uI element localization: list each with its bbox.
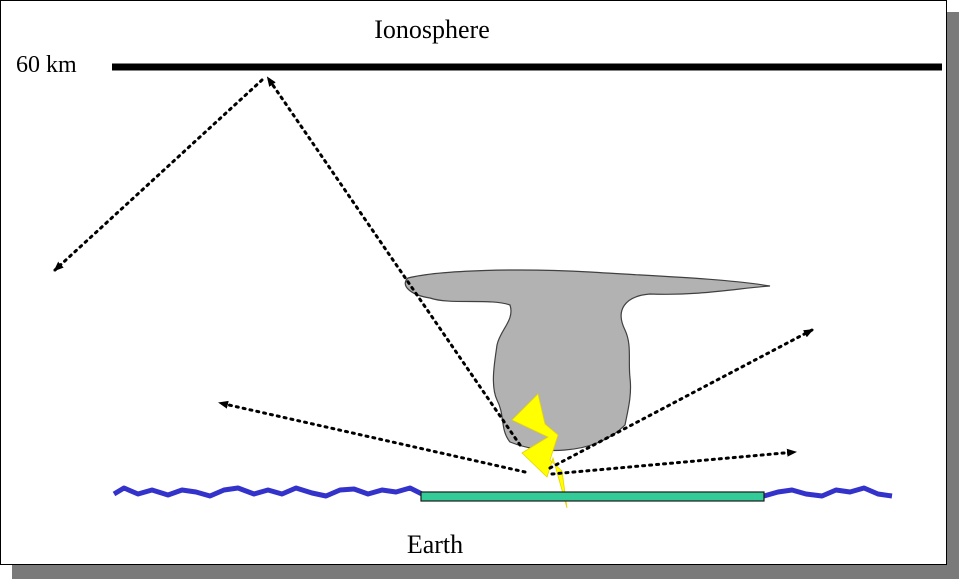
earth-label: Earth [407, 530, 463, 559]
sea-wave-right [763, 485, 893, 499]
upper-right-ray [548, 328, 814, 470]
land-strip [420, 491, 765, 502]
thundercloud-icon [404, 269, 771, 452]
ionosphere-label: Ionosphere [374, 15, 490, 44]
left-ground-ray [218, 400, 527, 474]
sky-wave-up-ray [266, 76, 522, 447]
altitude-label: 60 km [16, 52, 77, 78]
right-ground-ray [550, 448, 797, 476]
lightning-bolt-icon [511, 393, 568, 509]
sea-wave-left [112, 485, 424, 499]
sky-wave-reflected-ray [53, 78, 264, 272]
